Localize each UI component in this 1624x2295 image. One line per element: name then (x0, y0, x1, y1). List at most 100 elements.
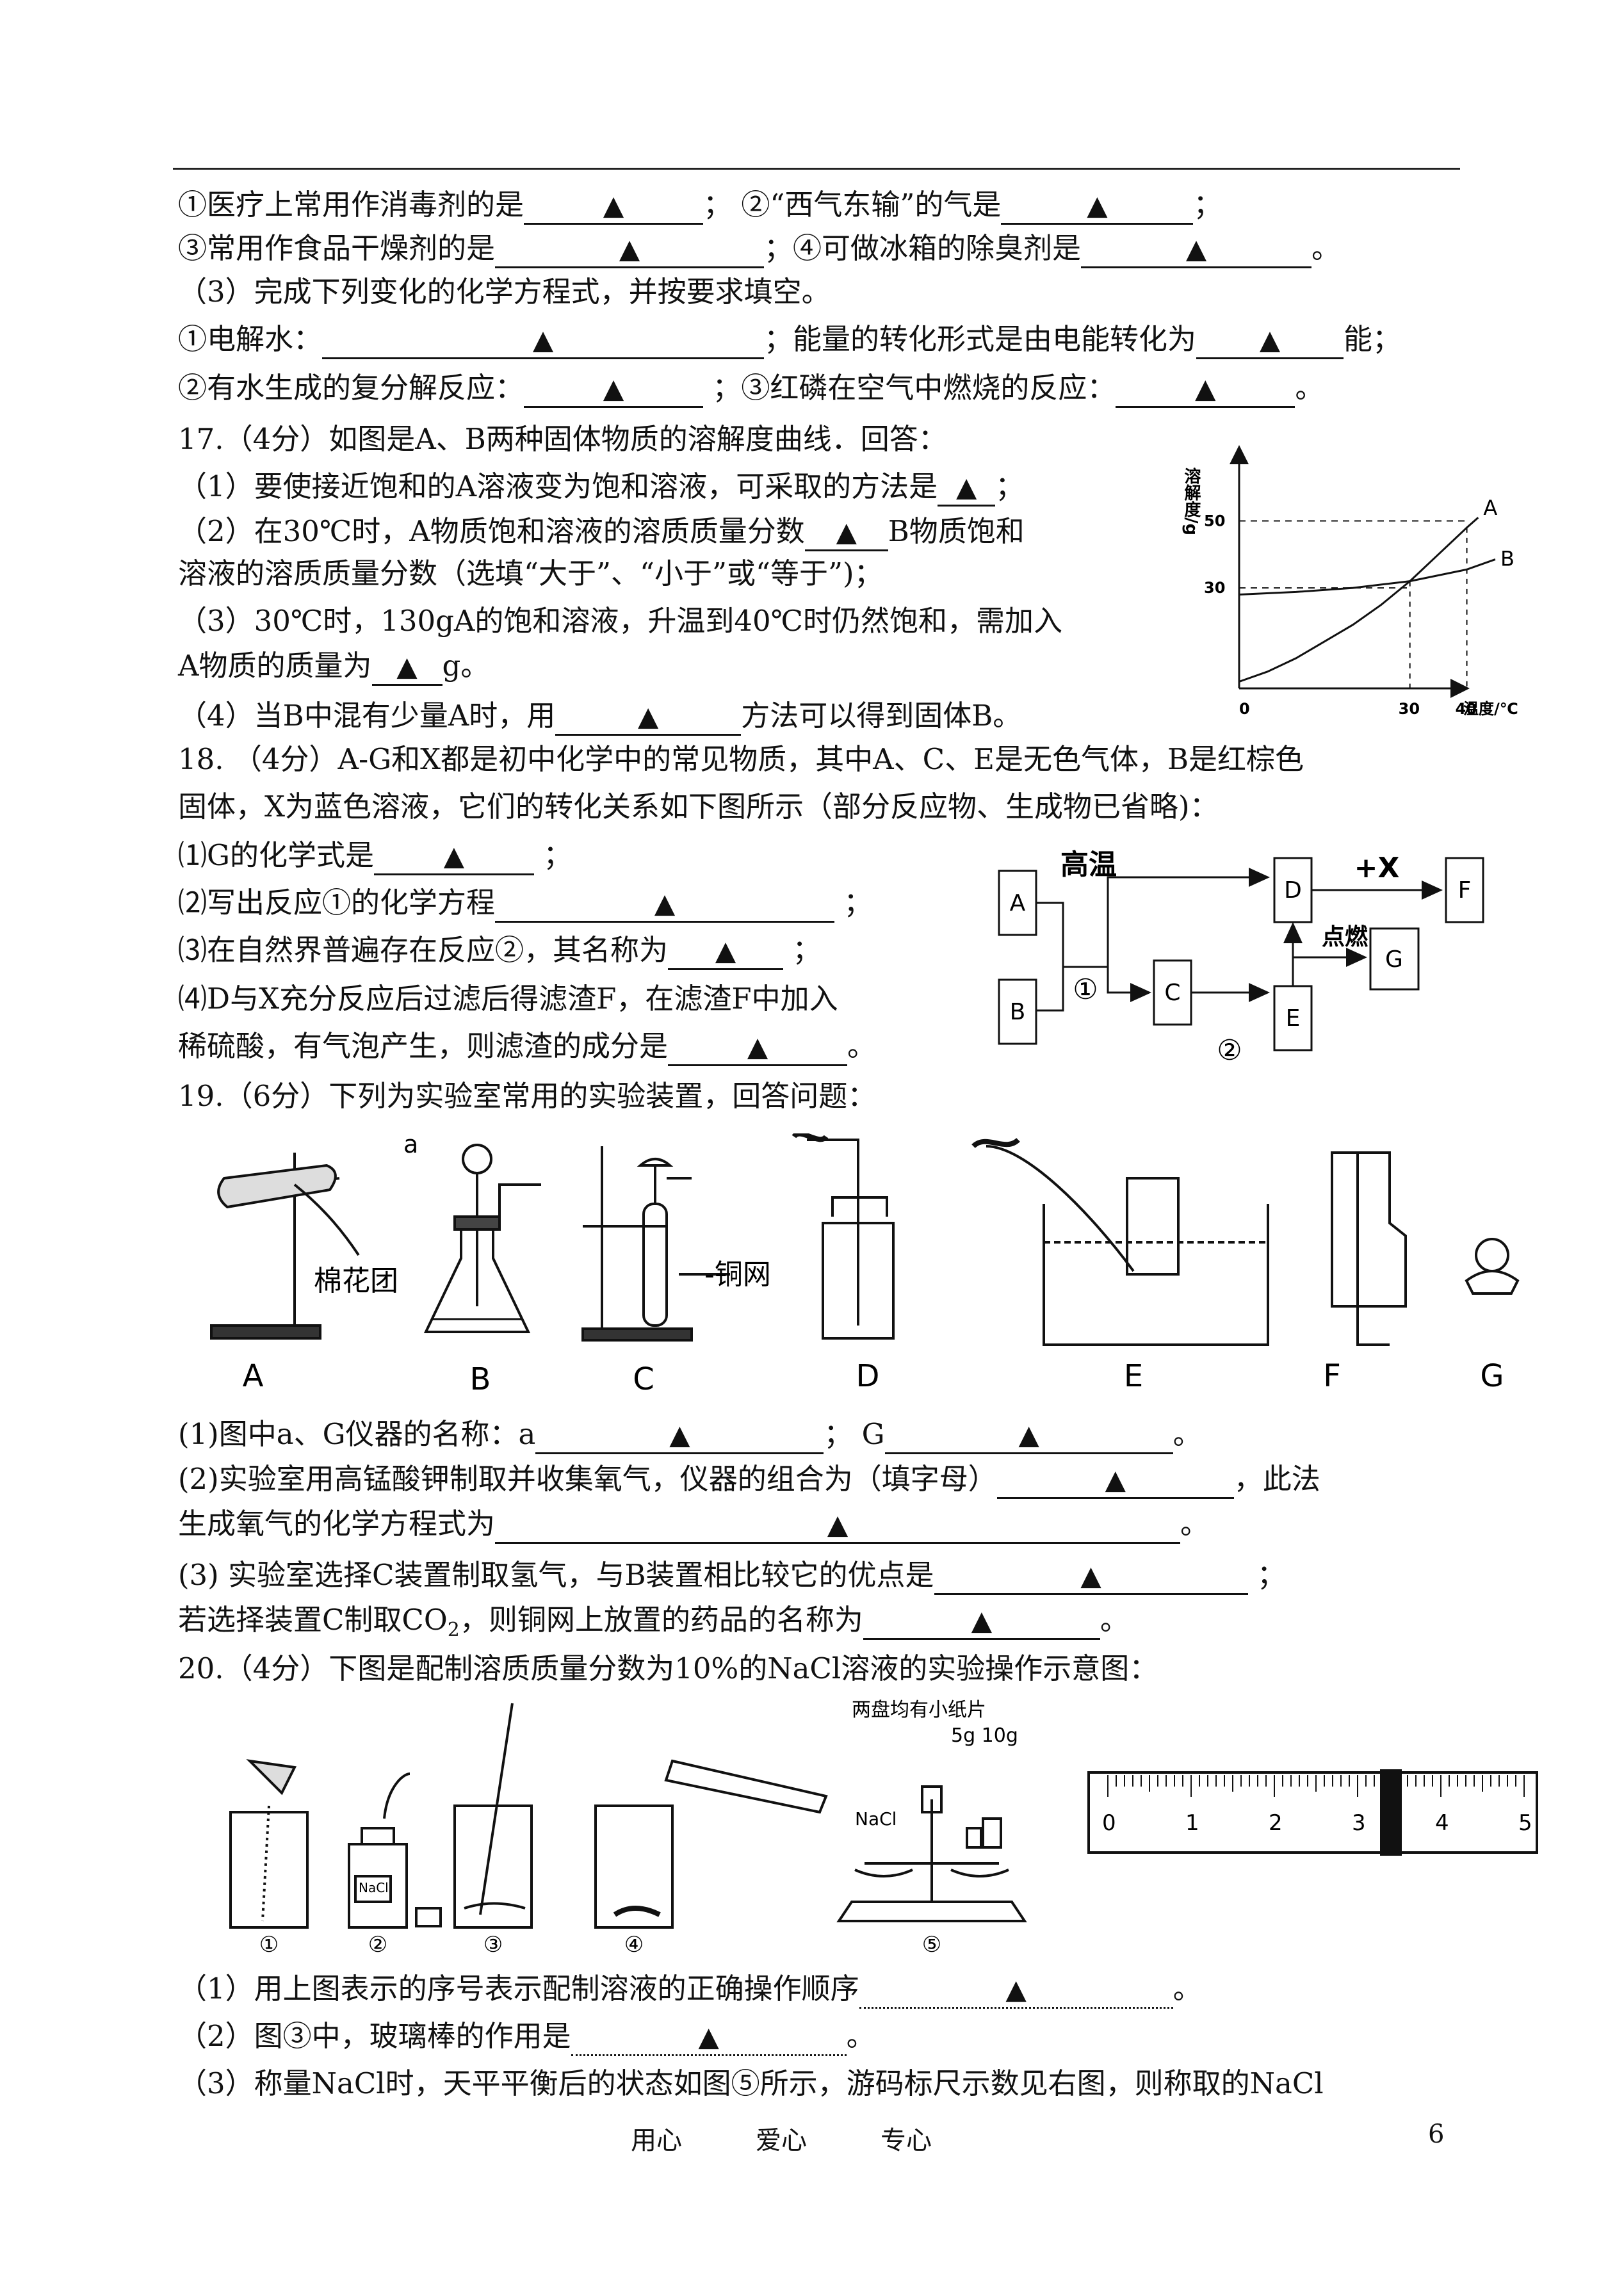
x-tick-label: 40 (1456, 700, 1477, 718)
answer-blank[interactable]: ▲ (668, 1030, 848, 1066)
q18-text: 。 (847, 1029, 877, 1063)
q20-text: （2）图③中，玻璃棒的作用是 (178, 2019, 571, 2053)
q16-text: ①医疗上常用作消毒剂的是 (178, 188, 524, 222)
y-axis-label: 溶解度/g (1181, 467, 1201, 535)
flow-node-g: G (1385, 946, 1403, 973)
q17-line7: （4）当B中混有少量A时，用▲方法可以得到固体B。 (178, 697, 1021, 736)
ruler-tick-label: 5 (1518, 1810, 1532, 1836)
q19-line1: (1)图中a、G仪器的名称：a▲； G▲。 (178, 1415, 1202, 1454)
answer-blank[interactable]: ▲ (371, 649, 443, 686)
rider-marker (1380, 1769, 1402, 1856)
answer-blank[interactable]: ▲ (1081, 232, 1312, 268)
answer-blank[interactable]: ▲ (373, 839, 534, 875)
apparatus-g (1465, 1238, 1520, 1295)
ruler-tick-label: 3 (1352, 1810, 1366, 1836)
answer-blank[interactable]: ▲ (884, 1418, 1173, 1454)
ruler-tick-label: 0 (1102, 1810, 1116, 1836)
q20-text: 。 (846, 2019, 875, 2053)
q16-line3: （3）完成下列变化的化学方程式，并按要求填空。 (178, 275, 831, 309)
answer-blank[interactable]: ▲ (934, 1559, 1248, 1595)
q18-line4: ⑵写出反应①的化学方程▲ ； (178, 884, 872, 923)
q17-line6: A物质的质量为▲g。 (178, 647, 489, 686)
step-1-beaker (229, 1759, 309, 1929)
q17-line1: 17.（4分）如图是A、B两种固体物质的溶解度曲线．回答： (178, 422, 947, 456)
step-label-1: ① (259, 1932, 279, 1958)
series-line-b (1238, 558, 1496, 596)
flow-node-c: C (1164, 980, 1180, 1006)
q16-line5: ②有水生成的复分解反应：▲ ；③红磷在空气中燃烧的反应：▲。 (178, 369, 1324, 408)
apparatus-label-g: G (1480, 1358, 1504, 1394)
apparatus-label-a: A (243, 1358, 264, 1394)
flow-reaction-2: ② (1217, 1034, 1242, 1067)
q20-text: （1）用上图表示的序号表示配制溶液的正确操作顺序 (178, 1972, 859, 2006)
q17-text: ； (995, 469, 1025, 503)
apparatus-d (792, 1133, 895, 1340)
answer-blank[interactable]: ▲ (495, 886, 835, 923)
answer-blank[interactable]: ▲ (668, 934, 784, 970)
q17-text: 方法可以得到固体B。 (741, 699, 1022, 733)
answer-blank[interactable]: ▲ (804, 515, 888, 551)
answer-blank[interactable]: ▲ (322, 323, 765, 359)
apparatus-e (971, 1137, 1269, 1346)
answer-blank[interactable]: ▲ (535, 1418, 824, 1454)
q17-text: （2）在30℃时，A物质饱和溶液的溶质质量分数 (178, 514, 805, 548)
apparatus-label-f: F (1323, 1358, 1341, 1394)
cotton-label: 棉花团 (314, 1265, 398, 1297)
flow-node-d: D (1284, 877, 1302, 904)
q16-line4: ①电解水：▲；能量的转化形式是由电能转化为▲能； (178, 320, 1401, 359)
answer-blank[interactable]: ▲ (495, 1507, 1181, 1544)
flow-ignite: 点燃 (1322, 924, 1368, 950)
q16-text: ；能量的转化形式是由电能转化为 (764, 322, 1197, 356)
answer-blank[interactable]: ▲ (571, 2020, 847, 2056)
answer-blank[interactable]: ▲ (555, 699, 742, 736)
q16-text: ； (1193, 188, 1222, 222)
q18-line6: ⑷D与X充分反应后过滤后得滤渣F，在滤渣F中加入 (178, 982, 838, 1016)
step-label-3: ③ (483, 1932, 503, 1958)
answer-blank[interactable]: ▲ (859, 1972, 1173, 2009)
q18-text: ⑵写出反应①的化学方程 (178, 886, 496, 920)
q17-line3: （2）在30℃时，A物质饱和溶液的溶质质量分数▲B物质饱和 (178, 512, 1025, 551)
q16-text: ③常用作食品干燥剂的是 (178, 231, 496, 265)
answer-blank[interactable]: ▲ (1196, 323, 1344, 359)
q19-text: ，则铜网上放置的药品的名称为 (459, 1603, 863, 1637)
weights-label: 5g 10g (951, 1724, 1018, 1747)
q16-text: 能； (1344, 322, 1402, 356)
flow-node-f: F (1458, 877, 1472, 904)
apparatus-label-d: D (856, 1358, 880, 1394)
q18-text: ⑴G的化学式是 (178, 838, 374, 872)
q19-line5: 若选择装置C制取CO2，则铜网上放置的药品的名称为▲。 (178, 1601, 1129, 1650)
q16-text: ②有水生成的复分解反应： (178, 371, 524, 405)
answer-blank[interactable]: ▲ (996, 1463, 1234, 1499)
flow-reaction-1: ① (1073, 973, 1098, 1006)
x-tick-label: 0 (1239, 700, 1250, 718)
footer-motto-1: 用心 (631, 2126, 682, 2155)
q19-text: (3) 实验室选择C装置制取氢气，与B装置相比较它的优点是 (178, 1558, 934, 1592)
step-4-pouring (594, 1759, 828, 1929)
copper-mesh-label: -铜网 (704, 1258, 771, 1291)
answer-blank[interactable]: ▲ (495, 232, 765, 268)
q18-line5: ⑶在自然界普遍存在反应②，其名称为▲ ； (178, 931, 821, 970)
q17-text: A物质的质量为 (178, 649, 372, 683)
answer-blank[interactable]: ▲ (863, 1603, 1100, 1640)
answer-blank[interactable]: ▲ (938, 470, 996, 507)
q17-line2: （1）要使接近饱和的A溶液变为饱和溶液，可采取的方法是▲； (178, 467, 1024, 507)
q18-text: 稀硫酸，有气泡产生，则滤渣的成分是 (178, 1029, 669, 1063)
answer-blank[interactable]: ▲ (1116, 371, 1295, 408)
page-number: 6 (1428, 2120, 1445, 2149)
q17-line4: 溶液的溶质质量分数（选填“大于”、“小于”或“等于”)； (178, 556, 883, 590)
answer-blank[interactable]: ▲ (524, 188, 704, 225)
answer-blank[interactable]: ▲ (1001, 188, 1194, 225)
ruler-tick-label: 2 (1269, 1810, 1283, 1836)
apparatus-label-e: E (1124, 1358, 1143, 1394)
step-5-balance (836, 1785, 1027, 1922)
series-label-a: A (1483, 496, 1497, 520)
q19-text: 。 (1173, 1417, 1202, 1451)
q16-text: ；③红磷在空气中燃烧的反应： (703, 371, 1116, 405)
q19-line3: 生成氧气的化学方程式为▲。 (178, 1505, 1209, 1544)
step-2-nacl-bottle (348, 1772, 442, 1929)
step-label-2: ② (368, 1932, 387, 1958)
answer-blank[interactable]: ▲ (524, 371, 704, 408)
q18-line2: 固体，X为蓝色溶液，它们的转化关系如下图所示（部分反应物、生成物已省略)： (178, 790, 1219, 823)
